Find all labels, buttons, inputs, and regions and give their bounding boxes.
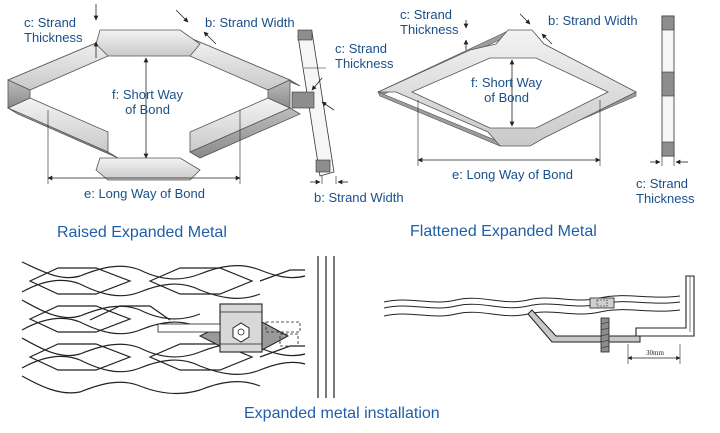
flattened-short-way-line1: f: Short Way bbox=[471, 75, 543, 90]
flattened-expanded-metal-drawing bbox=[377, 13, 637, 166]
raised-short-way-line2: of Bond bbox=[125, 102, 170, 117]
raised-strand-thickness-line2: Thickness bbox=[24, 30, 83, 45]
raised-side-strand-thickness-label: c: Strand Thickness bbox=[335, 41, 394, 71]
flattened-strand-width-label: b: Strand Width bbox=[548, 13, 638, 28]
raised-long-way-label: e: Long Way of Bond bbox=[84, 186, 205, 201]
raised-side-profile bbox=[291, 29, 348, 185]
flattened-long-way-label: e: Long Way of Bond bbox=[452, 167, 573, 182]
raised-caption: Raised Expanded Metal bbox=[57, 224, 227, 241]
raised-side-strand-thickness-line2: Thickness bbox=[335, 56, 394, 71]
flattened-short-way-label: f: Short Way of Bond bbox=[471, 75, 542, 105]
flattened-side-strand-thickness-line2: Thickness bbox=[636, 191, 695, 206]
flattened-strand-thickness-label: c: Strand Thickness bbox=[400, 7, 459, 37]
raised-strand-thickness-line1: c: Strand bbox=[24, 15, 77, 30]
dimension-30mm-label: 30mm bbox=[646, 349, 664, 357]
installation-clamp bbox=[157, 303, 301, 353]
flattened-side-strand-thickness-line1: c: Strand bbox=[636, 176, 689, 191]
raised-short-way-line1: f: Short Way bbox=[112, 87, 184, 102]
raised-short-way-label: f: Short Way of Bond bbox=[112, 87, 183, 117]
flattened-caption: Flattened Expanded Metal bbox=[410, 223, 597, 240]
flattened-strand-thickness-line1: c: Strand bbox=[400, 7, 453, 22]
installation-caption: Expanded metal installation bbox=[244, 405, 440, 422]
flattened-short-way-line2: of Bond bbox=[484, 90, 529, 105]
raised-side-strand-thickness-line1: c: Strand bbox=[335, 41, 388, 56]
raised-side-strand-width-label: b: Strand Width bbox=[314, 190, 404, 205]
installation-section-view bbox=[383, 275, 695, 364]
flattened-side-strand-thickness-label: c: Strand Thickness bbox=[636, 176, 695, 206]
flattened-side-profile bbox=[650, 15, 688, 166]
raised-strand-thickness-label: c: Strand Thickness bbox=[24, 15, 83, 45]
raised-strand-width-label: b: Strand Width bbox=[205, 15, 295, 30]
flattened-strand-thickness-line2: Thickness bbox=[400, 22, 459, 37]
installation-front-view bbox=[21, 256, 335, 398]
raised-expanded-metal-drawing bbox=[7, 4, 301, 184]
